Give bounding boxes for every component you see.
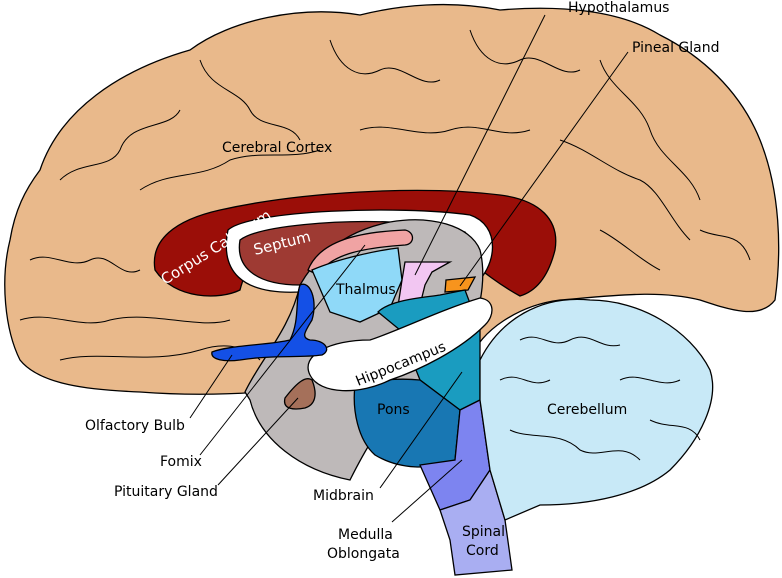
label-pineal-gland: Pineal Gland bbox=[632, 40, 720, 56]
label-cerebellum: Cerebellum bbox=[547, 402, 627, 418]
pituitary-gland-region bbox=[283, 378, 316, 410]
spinal-cord-region bbox=[439, 468, 513, 576]
label-pituitary-gland: Pituitary Gland bbox=[114, 484, 218, 500]
label-cerebral-cortex: Cerebral Cortex bbox=[222, 140, 332, 156]
label-medulla-line2: Oblongata bbox=[327, 546, 400, 562]
label-medulla-line1: Medulla bbox=[338, 527, 393, 543]
label-olfactory-bulb: Olfactory Bulb bbox=[85, 418, 185, 434]
label-spinal-line2: Cord bbox=[466, 543, 499, 559]
olfactory-bulb-region bbox=[211, 283, 328, 362]
cortex-gyri-lines bbox=[19, 29, 751, 361]
label-hypothalamus: Hypothalamus bbox=[568, 0, 669, 16]
label-pons: Pons bbox=[377, 402, 410, 418]
hypothalamus-region bbox=[397, 261, 453, 307]
label-fomix: Fomix bbox=[160, 454, 202, 470]
label-spinal-line1: Spinal bbox=[462, 524, 505, 540]
label-midbrain: Midbrain bbox=[313, 488, 374, 504]
leader-lines bbox=[189, 14, 629, 523]
label-thalmus: Thalmus bbox=[335, 282, 396, 298]
cerebellum-folia-lines bbox=[499, 336, 701, 461]
fornix-pink-arc bbox=[307, 229, 414, 276]
cerebellum-region bbox=[479, 298, 714, 521]
hippocampus-region bbox=[307, 297, 493, 392]
